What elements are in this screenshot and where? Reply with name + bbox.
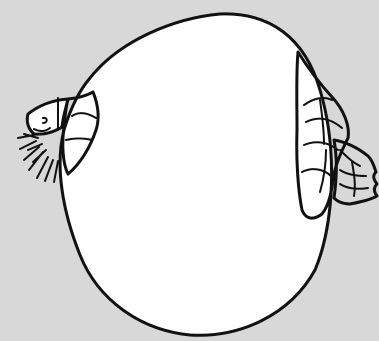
right-knob-line-4 xyxy=(352,162,355,196)
right-knob-line-1 xyxy=(340,150,360,166)
left-hair-7 xyxy=(54,161,58,182)
left-hair-6 xyxy=(45,160,53,181)
round-body-outline xyxy=(60,14,331,335)
